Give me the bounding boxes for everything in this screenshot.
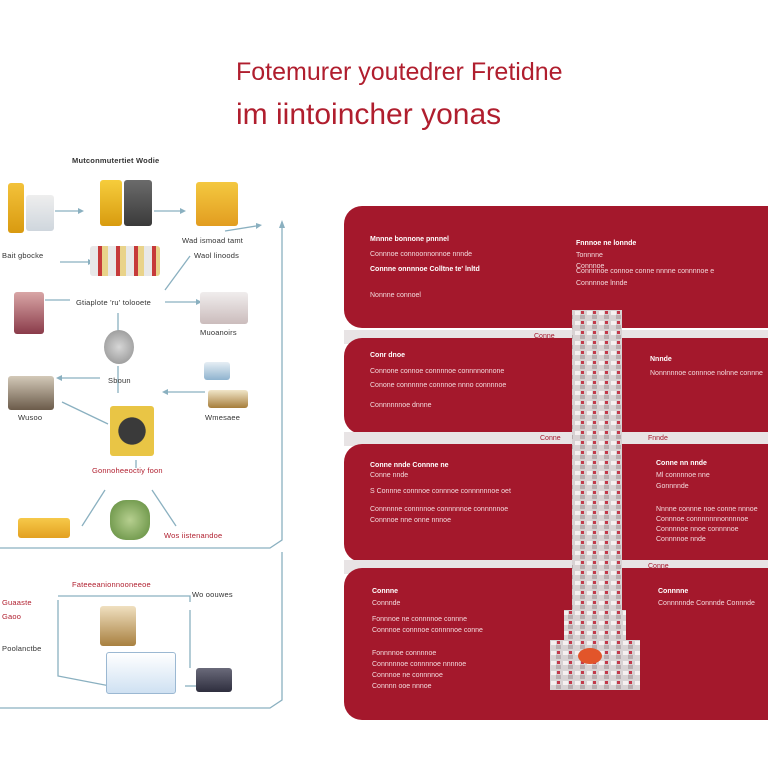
divider-2-label: Conne [540, 435, 561, 442]
band4-left-text: Connnoe connnoe connnnoe conne [372, 627, 483, 634]
band3-left-text: Conne nnde [370, 472, 409, 479]
page-title-line-1: Fotemurer youtedrer Fretidne [236, 58, 563, 86]
product-image-17 [106, 652, 176, 694]
band4-right-text: Connnnnde Connnde Connnde [658, 600, 755, 607]
product-image-3 [100, 180, 122, 226]
connector-14 [81, 489, 106, 527]
product-image-11 [204, 362, 230, 380]
diagram-label: Poolanctbe [2, 644, 42, 653]
diagram-label: Wad ismoad tamt [182, 236, 244, 245]
band4-left-text: Fonnnoe ne connnnoe connne [372, 616, 467, 623]
diagram-label: Wmesaee [205, 413, 241, 422]
band1-left-text: Connne onnnnoe Colltne te' lnltd [370, 266, 480, 273]
product-image-2 [26, 195, 54, 231]
product-image-10 [8, 376, 54, 410]
band2-left-text: Conone connnnne connnoe nnno connnnoe [370, 382, 507, 389]
diagram-label: Guaaste [2, 598, 32, 607]
band3-right-text: Connnnoe nnde [656, 536, 706, 543]
product-image-5 [196, 182, 238, 226]
product-image-6 [90, 246, 160, 276]
band4-left-text: Connnn ooe nnnoe [372, 683, 432, 690]
diagram-label: Muoanoirs [200, 328, 237, 337]
left-flow-diagram [0, 208, 285, 709]
divider-3-label: Conne [648, 563, 669, 570]
product-image-8 [200, 292, 248, 324]
band2-left-text: Connone connoe connnnoe connnnonnone [370, 368, 505, 375]
diagram-label: Wusoo [18, 413, 43, 422]
diagram-label: Gonnoheeoctiy foon [92, 466, 163, 475]
band3-right-text: Nnnne connne noe conne nnnoe [656, 506, 758, 513]
diagram-label: Fateeeanionnooneeoe [72, 580, 151, 589]
connector-15 [151, 489, 177, 527]
connector-17 [57, 600, 111, 687]
divider-2-label: Fnnde [648, 435, 668, 442]
connector-main-loop [0, 222, 283, 549]
diagram-label: Bait gbocke [2, 251, 44, 260]
band3-left-text: Connnnne connnnoe connnnnoe connnnnoe [370, 506, 509, 513]
connector-5 [164, 255, 191, 291]
band4-left-text: Connnoe ne connnnoe [372, 672, 443, 679]
product-image-1 [8, 183, 24, 233]
connector-12 [61, 401, 109, 425]
band4-left-text: Connne [372, 588, 399, 595]
band1-left-text: Nonnne connoel [370, 292, 421, 299]
band3-right-text: Connnoe connnnnnnonnnnoe [656, 516, 749, 523]
diagram-label: Gaoo [2, 612, 22, 621]
diagram-label: Wo oouwes [192, 590, 233, 599]
product-image-9 [104, 330, 134, 364]
band1-right-text: Fnnnoe ne lonnde [576, 240, 637, 247]
divider-2 [344, 432, 768, 446]
info-panel: Mnnne bonnone pnnnel Connnoe connoonnonn… [344, 206, 768, 720]
band1-right-text: Tonnnne [576, 252, 603, 259]
product-image-14 [18, 518, 70, 538]
band2-right-text: Nnnde [650, 356, 672, 363]
band4-left-text: Connnnnoe connnnoe nnnnoe [372, 661, 467, 668]
product-image-18 [196, 668, 232, 692]
product-image-7 [14, 292, 44, 334]
connector-16 [58, 595, 191, 602]
product-image-13 [110, 406, 154, 456]
band3-right-text: Connnnoe nnoe connnnoe [656, 526, 739, 533]
product-image-4 [124, 180, 152, 226]
connector-bottom-loop [0, 552, 283, 709]
product-image-12 [208, 390, 248, 408]
connector-3 [224, 225, 257, 232]
info-band-3 [344, 444, 768, 562]
diagram-caption: Mutconmutertiet Wodie [72, 156, 160, 165]
band3-left-text: Conne nnde Connne ne [370, 462, 449, 469]
product-image-15 [110, 500, 150, 540]
band2-left-text: Conr dnoe [370, 352, 405, 359]
band3-right-text: Conne nn nnde [656, 460, 707, 467]
band1-right-text: Connnoe [576, 263, 605, 270]
band4-right-text: Connnne [658, 588, 689, 595]
band1-left-text: Connnoe connoonnonnoe nnnde [370, 251, 472, 258]
tower-illustration [550, 310, 640, 690]
diagram-label: Gtiaplote 'ru' tolooete [76, 298, 152, 307]
band1-right-text: Connnnoe lnnde [576, 280, 628, 287]
band2-right-text: Nonnnnnoe connnoe nolnne connne [650, 370, 763, 377]
band3-right-text: Ml connnnoe nne [656, 472, 710, 479]
band3-left-text: S Connne connnoe connnoe connnnnnoe oet [370, 488, 511, 495]
page-title-line-2: im iintoincher yonas [236, 98, 502, 131]
band3-right-text: Gonnnnde [656, 483, 689, 490]
band4-left-text: Fonnnnoe connnnoe [372, 650, 437, 657]
diagram-label: Sboun [108, 376, 131, 385]
product-image-16 [100, 606, 136, 646]
band4-left-text: Connnde [372, 600, 401, 607]
divider-1-label: Conne [534, 333, 555, 340]
band1-right-text: Connnnoe connoe conne nnnne connnnoe e [576, 268, 715, 275]
band1-left-text: Mnnne bonnone pnnnel [370, 236, 449, 243]
band3-left-text: Connnoe nne onne nnnoe [370, 517, 451, 524]
diagram-label: Waol linoods [194, 251, 240, 260]
band2-left-text: Connnnnnoe dnnne [370, 402, 432, 409]
diagram-label: Wos iistenandoe [164, 531, 223, 540]
info-band-2 [344, 338, 768, 434]
info-band-1 [344, 206, 768, 328]
